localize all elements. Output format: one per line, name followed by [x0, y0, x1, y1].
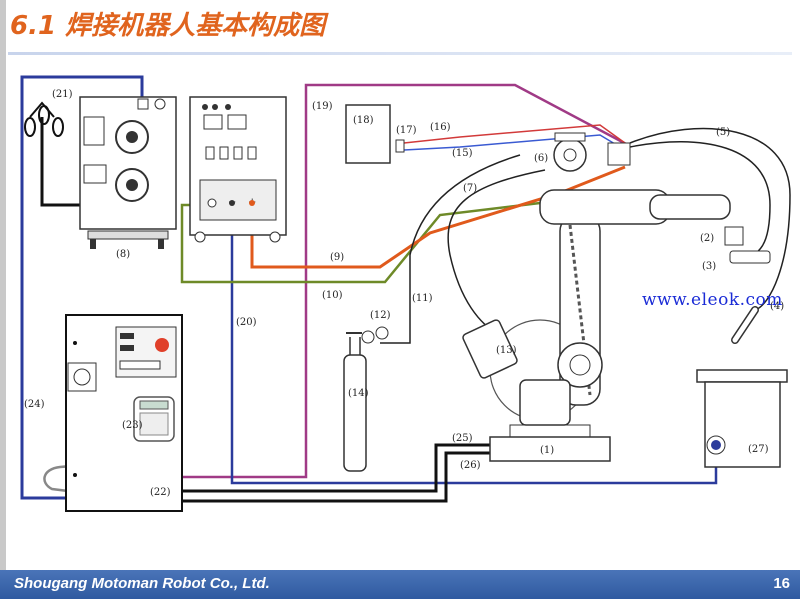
label-14: (14)	[348, 388, 369, 399]
label-22: (22)	[150, 487, 171, 498]
label-21: (21)	[52, 89, 73, 100]
unit-18	[345, 104, 391, 164]
cable-5	[629, 127, 791, 311]
label-18: (18)	[353, 115, 374, 126]
welding-power-unit-8	[79, 96, 177, 249]
torch-cable-21	[24, 101, 64, 137]
label-20: (20)	[236, 317, 257, 328]
cable-24	[20, 75, 144, 500]
label-2: (2)	[700, 233, 714, 244]
label-7: (7)	[463, 183, 477, 194]
label-6: (6)	[534, 153, 548, 164]
cable-20	[230, 207, 718, 485]
page-number: 16	[773, 575, 790, 592]
unit-27	[696, 369, 788, 468]
label-4: (4)	[770, 301, 784, 312]
label-3: (3)	[702, 261, 716, 272]
title-text: 焊接机器人基本构成图	[65, 11, 326, 41]
label-1: (1)	[540, 445, 554, 456]
cable-9	[250, 165, 626, 269]
cable-7	[447, 169, 546, 336]
gas-cylinder-14	[343, 326, 389, 472]
title-number: 6.1	[10, 11, 57, 41]
label-10: (10)	[322, 290, 343, 301]
label-19: (19)	[312, 101, 333, 112]
label-9: (9)	[330, 252, 344, 263]
left-edge-bar	[0, 0, 6, 570]
header-rule	[8, 52, 792, 55]
label-24: (24)	[24, 399, 45, 410]
hose-15	[403, 134, 621, 151]
cable-10	[180, 201, 541, 284]
teach-pendant-23	[133, 396, 175, 442]
label-5: (5)	[716, 127, 730, 138]
label-23: (23)	[122, 420, 143, 431]
cable-11	[380, 154, 521, 344]
unit-17	[395, 139, 405, 153]
welding-power-source: − +	[189, 96, 287, 243]
label-27: (27)	[748, 444, 769, 455]
cable-19	[182, 83, 629, 479]
label-16: (16)	[430, 122, 451, 133]
welding-robot-diagram: − +	[20, 75, 791, 512]
slide-title: 6.1 焊接机器人基本构成图	[10, 6, 325, 46]
label-26: (26)	[460, 460, 481, 471]
footer-bar: Shougang Motoman Robot Co., Ltd. 16	[0, 570, 800, 599]
cable-25	[182, 443, 490, 493]
label-25: (25)	[452, 433, 473, 444]
label-15: (15)	[452, 148, 473, 159]
label-17: (17)	[396, 125, 417, 136]
watermark-url: www.eleok.com	[642, 290, 783, 310]
cable-26	[182, 451, 490, 503]
robot-arm-1	[462, 132, 771, 462]
hose-16	[403, 124, 626, 144]
footer-company: Shougang Motoman Robot Co., Ltd.	[14, 575, 270, 592]
label-12: (12)	[370, 310, 391, 321]
label-8: (8)	[116, 249, 130, 260]
label-13: (13)	[496, 345, 517, 356]
cable-5b	[629, 141, 771, 261]
label-11: (11)	[412, 293, 433, 304]
